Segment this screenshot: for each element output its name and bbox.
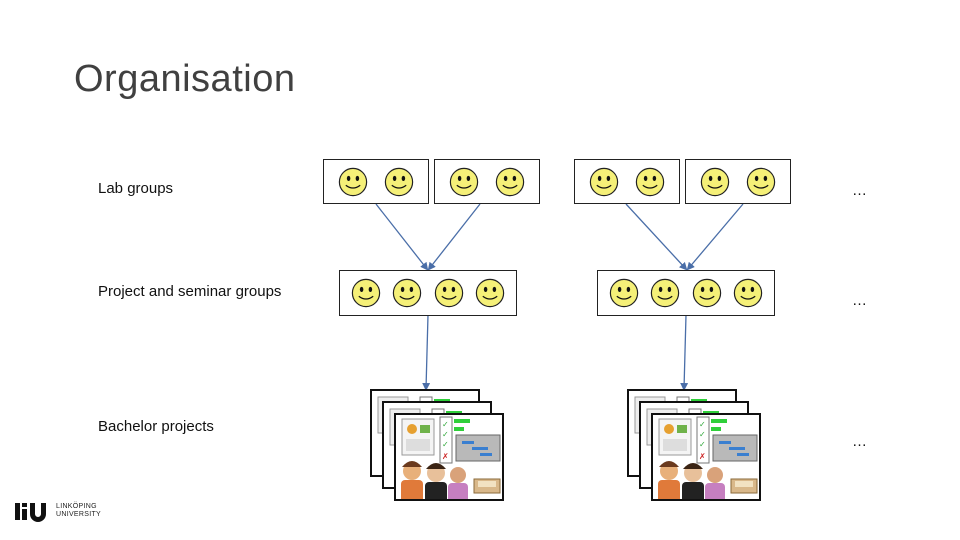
logo-line-2: UNIVERSITY [56, 511, 102, 518]
liu-logo: LINKÖPING UNIVERSITY [14, 500, 101, 522]
smiley-icon [734, 278, 763, 308]
arrow-project2-to-bachelor2 [680, 314, 689, 391]
liu-logo-mark [15, 503, 46, 522]
project-card: ✓ ✓ ✓ ✗ [394, 413, 504, 501]
lab-group-box [574, 159, 680, 204]
svg-text:✓: ✓ [699, 420, 706, 429]
svg-text:✓: ✓ [442, 420, 449, 429]
smiley-icon [590, 167, 619, 196]
svg-text:✗: ✗ [442, 452, 449, 461]
lab-group-box [323, 159, 429, 204]
project-group-box [597, 270, 775, 316]
ellipsis-lab: … [852, 182, 867, 199]
smiley-icon [384, 167, 413, 196]
smiley-icon [692, 278, 721, 308]
smiley-icon [392, 278, 422, 308]
svg-text:✓: ✓ [442, 440, 449, 449]
project-illustration: ✓ ✓ ✓ ✗ [401, 416, 501, 499]
smiley-icon [450, 167, 479, 196]
arrow-lab2b-to-project2 [686, 203, 744, 271]
slide-title: Organisation [74, 58, 296, 100]
smiley-icon [339, 167, 368, 196]
smiley-icon [495, 167, 524, 196]
row-label-project-seminar-groups: Project and seminar groups [98, 283, 282, 300]
row-label-lab-groups: Lab groups [98, 180, 174, 197]
smiley-icon [701, 167, 730, 196]
bachelor-project-stack: ✓ ✓ ✓ ✗ [627, 389, 767, 505]
arrow-project1-to-bachelor1 [422, 314, 431, 391]
smiley-icon [609, 278, 638, 308]
svg-text:✗: ✗ [699, 452, 706, 461]
arrow-lab1a-to-project1 [375, 203, 429, 271]
smiley-icon [635, 167, 664, 196]
smiley-icon [746, 167, 775, 196]
ellipsis-project: … [852, 292, 867, 309]
svg-text:✓: ✓ [699, 430, 706, 439]
lab-group-box [434, 159, 540, 204]
project-illustration: ✓ ✓ ✓ ✗ [658, 416, 758, 499]
project-group-box [339, 270, 517, 316]
project-card: ✓ ✓ ✓ ✗ [651, 413, 761, 501]
smiley-icon [351, 278, 380, 308]
arrow-lab2a-to-project2 [625, 203, 688, 271]
lab-group-box [685, 159, 791, 204]
smiley-icon [476, 278, 505, 308]
smiley-icon [434, 278, 463, 308]
row-label-bachelor-projects: Bachelor projects [98, 418, 214, 435]
ellipsis-bachelor: … [852, 433, 867, 450]
svg-text:✓: ✓ [442, 430, 449, 439]
smiley-icon [650, 278, 680, 308]
logo-line-1: LINKÖPING [56, 503, 97, 510]
arrow-lab1b-to-project1 [427, 203, 481, 271]
bachelor-project-stack: ✓ ✓ ✓ ✗ [370, 389, 510, 505]
svg-text:✓: ✓ [699, 440, 706, 449]
